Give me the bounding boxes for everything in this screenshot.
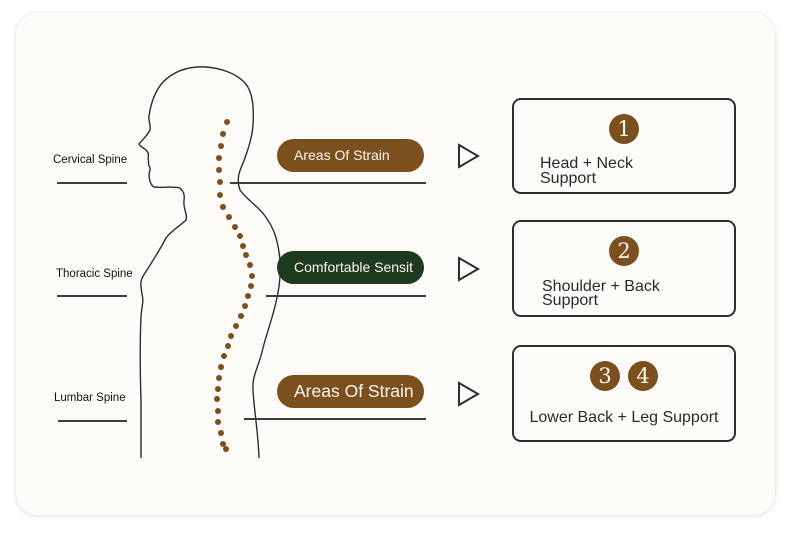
vertebra-dot — [216, 167, 222, 173]
areas-of-strain-pill-lumbar: Areas Of Strain — [277, 375, 424, 408]
vertebra-dot — [238, 313, 244, 319]
vertebra-dot — [237, 233, 243, 239]
triangle-right-outline-icon — [458, 381, 480, 407]
vertebra-dot — [215, 408, 221, 414]
vertebra-dot — [225, 343, 231, 349]
vertebra-dot — [249, 273, 255, 279]
vertebra-dot — [220, 204, 226, 210]
triangle-right-outline-icon — [458, 256, 480, 282]
vertebra-dot — [217, 179, 223, 185]
vertebra-dot — [243, 252, 249, 258]
vertebra-dot — [240, 243, 246, 249]
vertebra-dot — [216, 375, 222, 381]
thoracic-spine-label: Thoracic Spine — [56, 268, 133, 280]
vertebra-dot — [233, 323, 239, 329]
support-box-lower-back-leg: 3 4 Lower Back + Leg Support — [512, 345, 736, 442]
comfortable-sensitivity-pill: Comfortable Sensit — [277, 251, 424, 284]
vertebra-dot — [214, 396, 220, 402]
vertebra-dot — [220, 131, 226, 137]
badge-group: 1 — [514, 114, 734, 144]
triangle-right-outline-icon — [458, 143, 480, 169]
vertebra-dot — [247, 262, 253, 268]
vertebra-dot — [226, 214, 232, 220]
number-badge: 2 — [609, 236, 639, 266]
support-title-line2: Support — [540, 170, 597, 187]
lumbar-left-rule — [58, 420, 127, 422]
thoracic-right-rule — [266, 295, 426, 297]
vertebra-dot — [248, 283, 254, 289]
vertebra-dot — [245, 293, 251, 299]
vertebra-dot — [223, 446, 229, 452]
vertebra-dot — [216, 155, 222, 161]
vertebra-dot — [215, 419, 221, 425]
vertebra-dot — [221, 353, 227, 359]
areas-of-strain-pill-cervical: Areas Of Strain — [277, 139, 424, 172]
cervical-left-rule — [57, 182, 127, 184]
vertebra-dot — [224, 119, 230, 125]
support-title-line1: Head + Neck — [540, 155, 633, 172]
vertebra-dot — [215, 386, 221, 392]
thoracic-left-rule — [57, 295, 127, 297]
number-badge: 1 — [609, 114, 639, 144]
number-badge: 3 — [590, 361, 620, 391]
number-badge: 4 — [628, 361, 658, 391]
badge-group: 3 4 — [514, 361, 734, 391]
badge-group: 2 — [514, 236, 734, 266]
vertebra-dot — [217, 192, 223, 198]
vertebra-dot — [218, 143, 224, 149]
spine-dots — [214, 119, 255, 452]
support-title-line1: Shoulder + Back — [542, 278, 660, 295]
cervical-right-rule — [230, 182, 426, 184]
support-title: Lower Back + Leg Support — [529, 409, 719, 426]
support-box-shoulder-back: 2 Shoulder + Back Support — [512, 220, 736, 317]
vertebra-dot — [218, 430, 224, 436]
vertebra-dot — [218, 364, 224, 370]
vertebra-dot — [232, 224, 238, 230]
cervical-spine-label: Cervical Spine — [53, 154, 128, 166]
lumbar-right-rule — [244, 418, 426, 420]
body-outline-front — [138, 66, 281, 459]
support-box-head-neck: 1 Head + Neck Support — [512, 98, 736, 194]
vertebra-dot — [228, 333, 234, 339]
support-title-line2: Support — [542, 292, 599, 309]
vertebra-dot — [220, 441, 226, 447]
vertebra-dot — [242, 303, 248, 309]
lumbar-spine-label: Lumbar Spine — [54, 392, 126, 404]
